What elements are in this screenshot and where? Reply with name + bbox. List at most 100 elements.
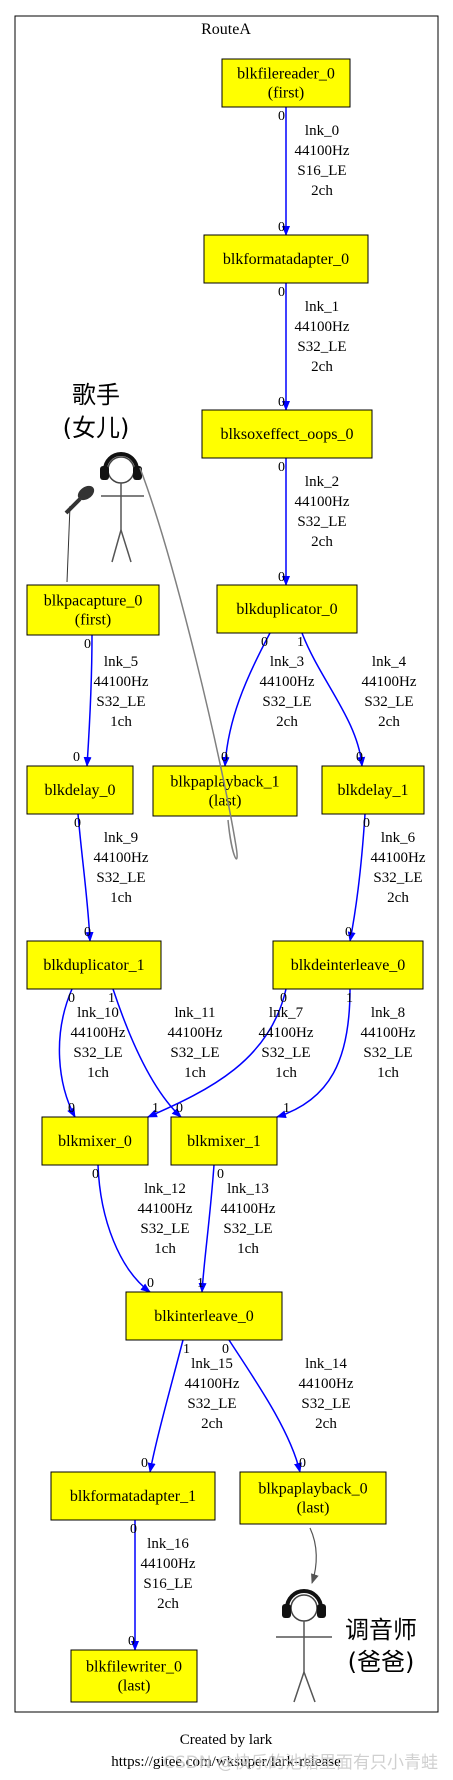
node-blkmixer-1: blkmixer_1	[170, 1116, 278, 1166]
dest-port-label: 1	[197, 1276, 204, 1291]
node-name: blkpacapture_0	[44, 593, 143, 610]
node-blkpacapture-0: blkpacapture_0(first)	[26, 584, 160, 636]
dest-port-label: 0	[345, 925, 352, 940]
dest-port-label: 0	[299, 1456, 306, 1471]
dest-port-label: 0	[278, 395, 285, 410]
node-box	[70, 1649, 198, 1703]
node-name: blkduplicator_1	[43, 957, 144, 974]
edge-line	[147, 988, 287, 1118]
node-box	[203, 234, 369, 284]
edge-line	[58, 988, 76, 1118]
dest-port-label: 0	[176, 1101, 183, 1116]
source-port-label: 1	[108, 991, 115, 1006]
node-blkduplicator-0: blkduplicator_0	[216, 584, 358, 634]
node-blkdeinterleave-0: blkdeinterleave_0	[272, 940, 424, 990]
dest-port-label: 0	[147, 1276, 154, 1291]
source-port-label: 0	[363, 816, 370, 831]
source-port-label: 0	[217, 1167, 224, 1182]
node-blkdelay-1: blkdelay_1	[321, 765, 425, 815]
node-blkfilereader-0: blkfilereader_0 (first)	[221, 58, 351, 108]
dest-port-label: 0	[128, 1634, 135, 1649]
source-port-label: 0	[222, 1342, 229, 1357]
playback-to-engineer-line	[309, 1527, 319, 1584]
node-box	[50, 1471, 216, 1521]
singer-label: 歌手	[72, 381, 120, 409]
node-box	[216, 584, 358, 634]
source-port-label: 0	[74, 816, 81, 831]
footer-created-by: Created by lark	[180, 1732, 273, 1748]
singer-role-label: (女儿)	[63, 414, 130, 442]
edge-line	[228, 1339, 302, 1473]
node-name: blkdelay_0	[44, 782, 115, 799]
source-port-label: 0	[92, 1167, 99, 1182]
node-blkformatadapter-1: blkformatadapter_1	[50, 1471, 216, 1521]
node-blkformatadapter-0: blkformatadapter_0	[203, 234, 369, 284]
edge-line	[276, 988, 351, 1119]
node-name: blkmixer_0	[58, 1133, 132, 1150]
microphone-icon	[64, 485, 95, 583]
node-name: blksoxeffect_oops_0	[220, 426, 353, 443]
dest-port-label: 0	[278, 570, 285, 585]
node-role: (first)	[268, 85, 304, 102]
node-role: (last)	[118, 1678, 151, 1695]
dest-port-label: 0	[141, 1456, 148, 1471]
node-blkdelay-0: blkdelay_0	[26, 765, 134, 815]
node-box	[26, 584, 160, 636]
cluster-label: RouteA	[201, 21, 251, 38]
source-port-label: 0	[278, 109, 285, 124]
source-port-label: 0	[261, 635, 268, 650]
edge-line	[97, 1164, 151, 1293]
node-blksoxeffect-oops-0: blksoxeffect_oops_0	[201, 409, 373, 459]
node-box	[26, 765, 134, 815]
node-blkduplicator-1: blkduplicator_1	[26, 940, 162, 990]
edge-line	[147, 1339, 184, 1473]
node-role: (last)	[297, 1500, 330, 1517]
node-box	[41, 1116, 149, 1166]
engineer-headphones-icon	[282, 1589, 326, 1618]
node-role: (last)	[209, 793, 242, 810]
engineer-role-label: (爸爸)	[348, 1648, 415, 1676]
source-port-label: 1	[346, 991, 353, 1006]
footer-url[interactable]: https://gitee.com/wksuper/lark-release	[111, 1754, 341, 1770]
engineer-label: 调音师	[345, 1616, 417, 1644]
node-name: blkdeinterleave_0	[291, 957, 406, 974]
node-name: blkpaplayback_1	[170, 774, 279, 791]
node-box	[321, 765, 425, 815]
node-box	[125, 1291, 283, 1341]
source-port-label: 0	[130, 1522, 137, 1537]
cluster-box	[14, 15, 439, 1713]
node-blkpaplayback-0: blkpaplayback_0(last)	[239, 1471, 387, 1525]
footer-watermark: CSDN @快乐的池塘里面有只小青蛙	[163, 1753, 438, 1773]
node-box	[221, 58, 351, 108]
node-box	[239, 1471, 387, 1525]
node-blkpaplayback-1: blkpaplayback_1 (last)	[152, 765, 298, 817]
source-port-label: 0	[84, 637, 91, 652]
edge-line	[198, 1164, 215, 1293]
node-name: blkinterleave_0	[154, 1308, 254, 1325]
node-name: blkmixer_1	[187, 1133, 261, 1150]
node-name: blkfilereader_0	[237, 66, 335, 83]
dest-port-label: 0	[356, 750, 363, 765]
